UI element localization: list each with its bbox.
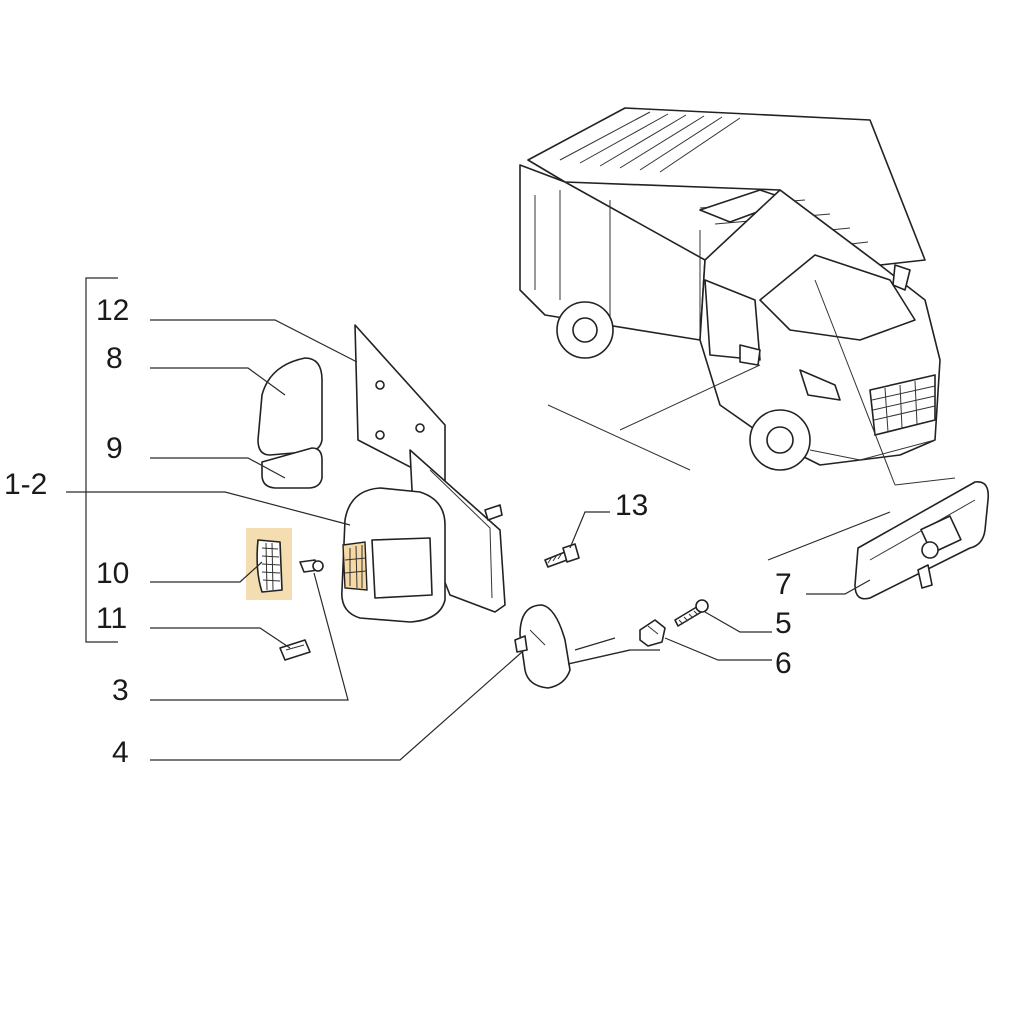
label-10: 10 (96, 557, 129, 590)
mirror-glass-part-8 (257, 357, 323, 456)
label-8: 8 (106, 342, 123, 375)
clip-part-11 (279, 639, 311, 661)
interior-mirror-part-7 (854, 481, 990, 600)
bulb-part-3 (299, 559, 324, 573)
screw-part-5 (674, 599, 709, 627)
insert-part-6 (639, 619, 666, 647)
leader-lines (86, 319, 891, 761)
mirror-glass-part-9 (261, 447, 323, 489)
part-number-labels: 12 8 9 1-2 10 11 3 4 13 7 5 6 (4, 294, 792, 769)
cover-part-4 (514, 604, 571, 689)
label-9: 9 (106, 432, 123, 465)
exterior-mirror-part-1-2 (341, 449, 506, 623)
mounting-plate-part-12 (354, 324, 446, 486)
van-illustration (519, 107, 956, 486)
label-4: 4 (112, 736, 129, 769)
bolt-part-13 (544, 543, 580, 568)
group-bracket (66, 277, 118, 643)
label-12: 12 (96, 294, 129, 327)
label-5: 5 (775, 607, 792, 640)
label-13: 13 (615, 489, 648, 522)
label-3: 3 (112, 674, 129, 707)
label-11: 11 (96, 602, 127, 635)
label-1-2: 1-2 (4, 468, 47, 501)
indicator-lens-part-10 (246, 528, 292, 600)
label-7: 7 (775, 568, 792, 601)
label-6: 6 (775, 647, 792, 680)
